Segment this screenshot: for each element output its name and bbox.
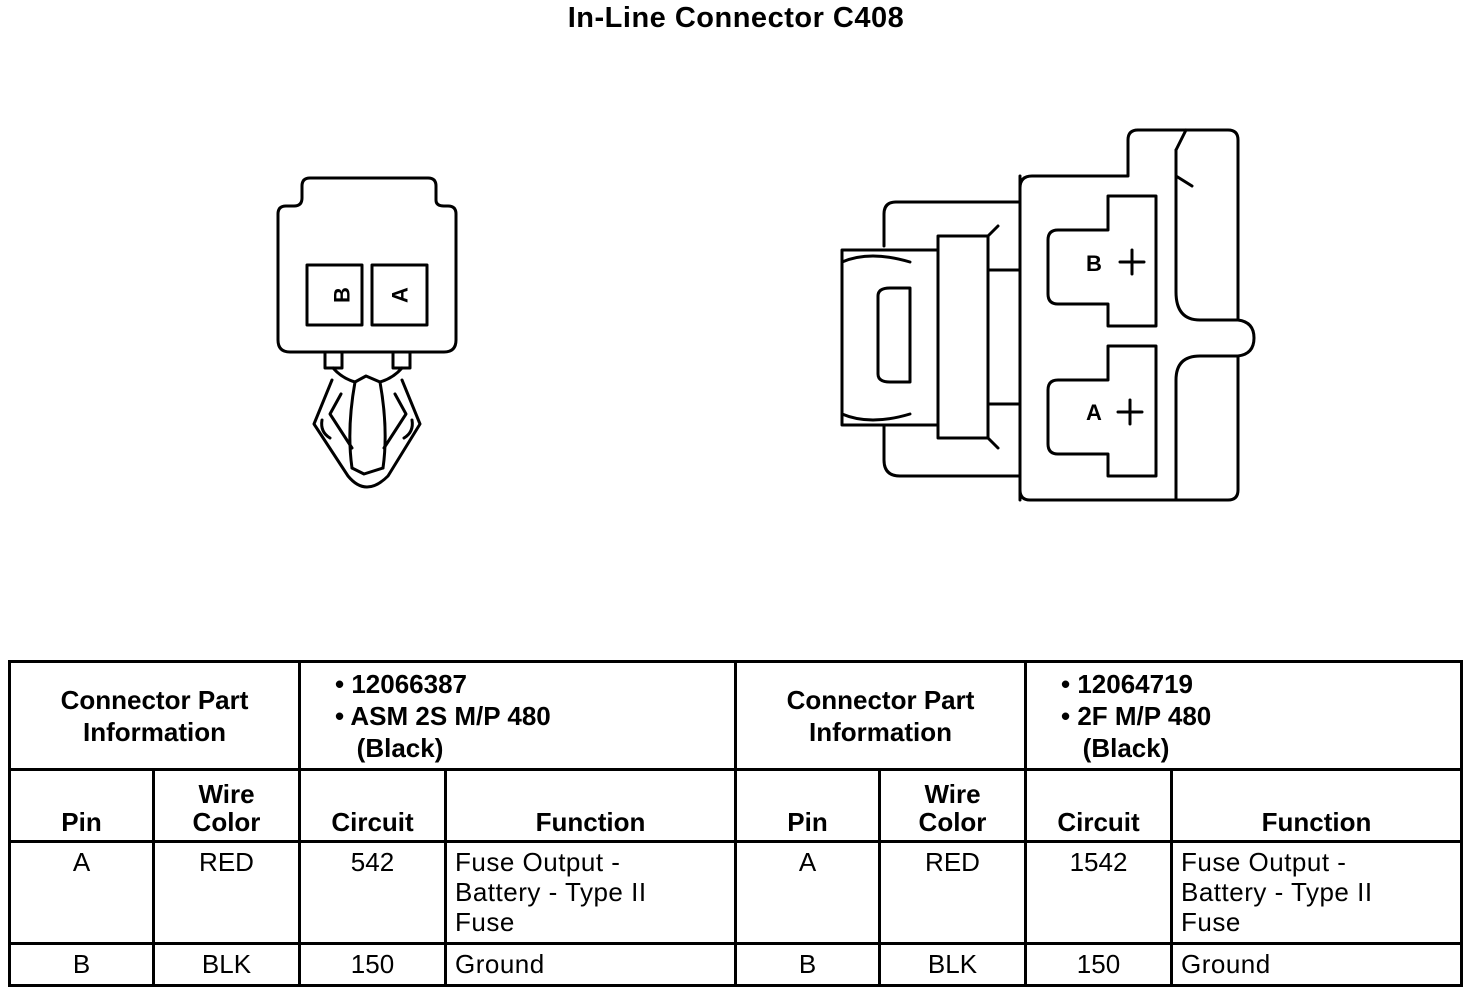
wire-color-cell: BLK: [152, 942, 301, 987]
left-connector-drawing: [276, 176, 458, 489]
right-connector-drawing: [840, 128, 1256, 502]
col-header-function: Function: [1170, 768, 1463, 843]
wire-color-cell: BLK: [878, 942, 1027, 987]
function-cell: Ground: [444, 942, 737, 987]
left-cavity-a-label: A: [388, 287, 413, 303]
circuit-cell: 150: [1024, 942, 1173, 987]
col-header-pin: Pin: [8, 768, 155, 843]
pin-cell: B: [8, 942, 155, 987]
wire-color-cell: RED: [152, 840, 301, 945]
diagram-title: In-Line Connector C408: [567, 2, 905, 34]
col-header-wire-color: Wire Color: [878, 768, 1027, 843]
connector-pin-table: Connector Part Information • 12066387 • …: [8, 660, 1463, 987]
col-header-pin: Pin: [734, 768, 881, 843]
pin-cell: A: [8, 840, 155, 945]
connector-drawings: B A B A: [276, 128, 1256, 502]
connector-part-info-header-2: Connector Part Information: [734, 660, 1027, 771]
col-header-circuit: Circuit: [1024, 768, 1173, 843]
circuit-cell: 150: [298, 942, 447, 987]
function-cell: Fuse Output - Battery - Type II Fuse: [1170, 840, 1463, 945]
right-terminal-b-label: B: [1086, 251, 1102, 276]
left-cavity-b-label: B: [330, 287, 355, 303]
function-cell: Ground: [1170, 942, 1463, 987]
table-row: A RED 542 Fuse Output - Battery - Type I…: [8, 840, 1463, 945]
col-header-wire-color: Wire Color: [152, 768, 301, 843]
pin-cell: B: [734, 942, 881, 987]
wire-color-cell: RED: [878, 840, 1027, 945]
connector-part-numbers-1: • 12066387 • ASM 2S M/P 480 (Black): [298, 660, 737, 771]
col-header-circuit: Circuit: [298, 768, 447, 843]
right-terminal-a-label: A: [1086, 400, 1102, 425]
circuit-cell: 542: [298, 840, 447, 945]
pin-cell: A: [734, 840, 881, 945]
function-cell: Fuse Output - Battery - Type II Fuse: [444, 840, 737, 945]
circuit-cell: 1542: [1024, 840, 1173, 945]
connector-part-numbers-2: • 12064719 • 2F M/P 480 (Black): [1024, 660, 1463, 771]
table-row: B BLK 150 Ground B BLK 150 Ground: [8, 942, 1463, 987]
connector-part-info-header-1: Connector Part Information: [8, 660, 301, 771]
col-header-function: Function: [444, 768, 737, 843]
